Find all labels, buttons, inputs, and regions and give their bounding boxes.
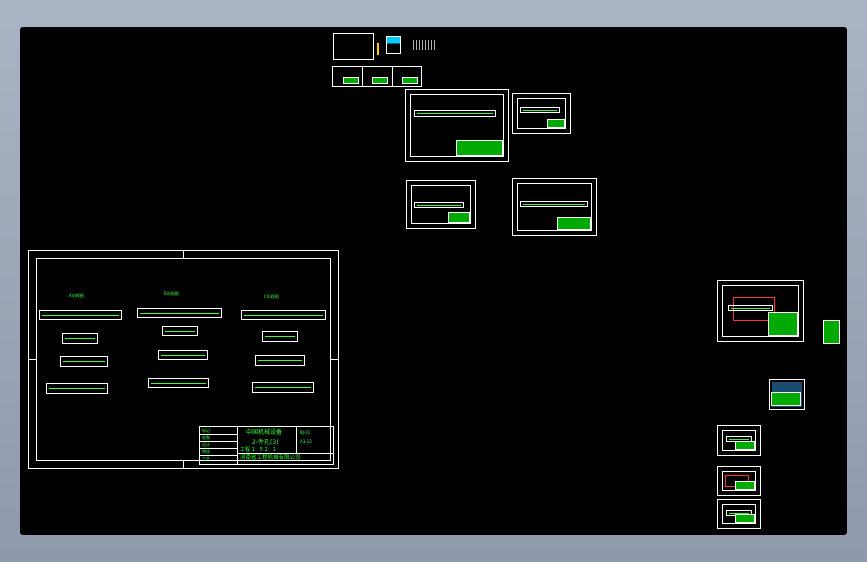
part-view[interactable] (46, 383, 108, 394)
drawing-frame-triple[interactable] (332, 66, 422, 87)
drawing-sheet-right-1[interactable] (717, 280, 804, 342)
drawing-sheet-1[interactable] (405, 89, 509, 162)
title-block-code-1: BJ-01 (300, 430, 311, 435)
part-view[interactable] (162, 326, 198, 336)
main-drawing-sheet[interactable]: A向视图 B向视图 C向视图 标记 处数 设计 审核 工艺 中国机械设 (28, 250, 339, 469)
part-view[interactable] (262, 331, 298, 342)
drawing-sheet-right-2[interactable] (769, 379, 805, 410)
title-block-left-4: 工艺 (202, 456, 210, 461)
part-view[interactable] (62, 333, 98, 344)
drawing-sheet-3[interactable] (406, 180, 476, 229)
part-view[interactable] (148, 378, 209, 388)
drawing-sheet-right-small[interactable] (823, 320, 840, 344)
legend-block (386, 36, 401, 54)
drawing-sheet-right-3[interactable] (717, 425, 761, 456)
title-block-code-2: A3-12 (300, 439, 312, 444)
title-block-line3: 工程 1：5 1：1 (240, 447, 276, 453)
drawing-sheet-4[interactable] (512, 178, 597, 236)
part-view[interactable] (137, 308, 222, 318)
notes-glyph-block (413, 40, 435, 50)
title-block-left-2: 设计 (202, 442, 210, 447)
drawing-sheet-2[interactable] (512, 93, 571, 134)
title-block-company: 中国机械设备 (246, 429, 283, 436)
part-view[interactable] (60, 356, 108, 367)
title-block-left-3: 审核 (202, 449, 210, 454)
drawing-frame-top-small[interactable] (333, 33, 374, 60)
view-label-b: B向视图 (164, 291, 179, 296)
title-block[interactable]: 标记 处数 设计 审核 工艺 中国机械设备 2-件孔(3) 工程 1：5 1：1… (199, 426, 334, 465)
drawing-sheet-right-5[interactable] (717, 499, 761, 529)
part-view[interactable] (241, 310, 326, 320)
title-block-left-1: 处数 (202, 435, 210, 440)
title-block-maker: 河南省工程机械有限公司 (240, 455, 301, 461)
title-block-drawing-name: 2-件孔(3) (252, 439, 279, 446)
cad-model-space[interactable]: A向视图 B向视图 C向视图 标记 处数 设计 审核 工艺 中国机械设 (20, 27, 847, 535)
drawing-sheet-right-4[interactable] (717, 466, 761, 496)
part-view[interactable] (158, 350, 208, 360)
part-view[interactable] (39, 310, 122, 320)
legend-swatch (377, 43, 379, 55)
view-label-c: C向视图 (264, 294, 279, 299)
view-label-a: A向视图 (69, 293, 84, 298)
title-block-left-0: 标记 (202, 428, 210, 433)
part-view[interactable] (252, 382, 314, 393)
part-view[interactable] (255, 355, 305, 366)
part-view[interactable] (733, 297, 775, 321)
